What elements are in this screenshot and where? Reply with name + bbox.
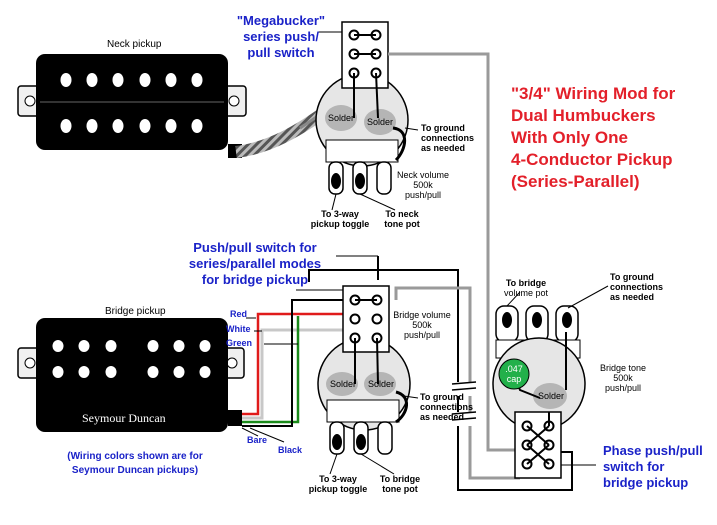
bridge-pot-label-2: 500k (412, 320, 432, 330)
bridge-toggle-2: pickup toggle (308, 484, 368, 494)
wiring-note-1: (Wiring colors shown are for (67, 451, 203, 462)
wire-label-black: Black (278, 445, 303, 455)
bridge-tone-1: To bridge (379, 474, 421, 484)
phase-label-3: bridge pickup (603, 475, 689, 490)
bridge-push-pull-switch (342, 285, 390, 385)
bridge-tone-2: tone pot (382, 484, 418, 494)
bridge-switch-label-1: Push/pull switch for (193, 240, 317, 255)
cap-047 (498, 358, 530, 390)
cap-label-1: .047 (505, 364, 523, 374)
bridge-ground-1: To ground (420, 392, 464, 402)
gray-wire-bridge-to-phase (394, 286, 472, 382)
title-line-1-rest: Mod for (612, 84, 676, 103)
red-wire (242, 312, 378, 416)
neck-pickup (17, 54, 247, 158)
bridge-switch-label-2: series/parallel modes (188, 256, 322, 271)
neck-ground-3: as needed (421, 143, 466, 153)
neck-toggle-1: To 3-way (321, 209, 359, 219)
wire-label-green: Green (226, 338, 253, 348)
megabucker-label-3: pull switch (247, 45, 315, 60)
bridge-pot-label-1: Bridge volume (393, 310, 451, 320)
neck-push-pull-switch (341, 21, 389, 119)
wire-label-bare: Bare (247, 435, 268, 445)
neck-ground-1: To ground (421, 123, 465, 133)
tone-to-volume-1: To bridge (505, 278, 547, 288)
bridge-volume-pot (317, 337, 411, 455)
megabucker-label-1: "Megabucker" (236, 13, 326, 28)
green-wire (242, 316, 300, 424)
neck-ground-2: connections (421, 133, 475, 143)
bridge-pickup-label: Bridge pickup (105, 306, 166, 317)
tone-ground-1: To ground (610, 272, 654, 282)
bridge-ground-2: connections (420, 402, 474, 412)
wire-label-red: Red (230, 309, 248, 319)
phase-label-1: Phase push/pull (603, 443, 703, 458)
title-line-4: 4-Conductor Pickup (511, 150, 673, 169)
title-line-5: (Series-Parallel) (511, 172, 640, 191)
phase-push-pull-switch (514, 411, 562, 479)
tone-ground-2: connections (610, 282, 664, 292)
neck-pickup-label: Neck pickup (107, 39, 162, 50)
phase-label-2: switch for (603, 459, 665, 474)
neck-solder-right: Solder (367, 117, 394, 127)
tone-solder: Solder (538, 391, 565, 401)
tone-to-volume-2: volume pot (503, 288, 549, 298)
neck-solder-left: Solder (328, 113, 355, 123)
black-wire (242, 299, 343, 427)
white-wire (242, 328, 380, 420)
neck-pot-label-3: push/pull (404, 190, 442, 200)
neck-pot-label-1: Neck volume (396, 170, 450, 180)
bridge-pickup (17, 318, 245, 432)
wire-label-white: White (226, 324, 251, 334)
tone-ground-3: as needed (610, 292, 655, 302)
bridge-pot-label-3: push/pull (403, 330, 441, 340)
neck-toggle-2: pickup toggle (310, 219, 370, 229)
title-line-3: With Only One (511, 128, 628, 147)
neck-tone-1: To neck (385, 209, 419, 219)
bridge-toggle-1: To 3-way (319, 474, 357, 484)
neck-tone-2: tone pot (384, 219, 420, 229)
tone-pot-label-2: 500k (613, 373, 633, 383)
cap-label-2: cap (506, 374, 522, 384)
bridge-solder-right: Solder (368, 379, 395, 389)
bridge-ground-3: as needed (420, 412, 465, 422)
bridge-solder-left: Solder (330, 379, 357, 389)
tone-pot-label-3: push/pull (604, 383, 642, 393)
wiring-note-2: Seymour Duncan pickups) (71, 465, 199, 476)
title-line-1: "3/4" Wiring Mod for (511, 84, 675, 103)
black-wire-to-phase (308, 269, 379, 282)
title-line-2: Dual Humbuckers (511, 106, 656, 125)
bridge-switch-label-3: for bridge pickup (201, 272, 309, 287)
gray-wire-neck-to-phase (388, 52, 520, 452)
seymour-duncan-brand: Seymour Duncan (82, 411, 166, 425)
neck-pot-label-2: 500k (413, 180, 433, 190)
megabucker-label-2: series push/ (243, 29, 319, 44)
title-quote: "3/4" Wiring (511, 84, 609, 103)
tone-pot-label-1: Bridge tone (599, 363, 647, 373)
